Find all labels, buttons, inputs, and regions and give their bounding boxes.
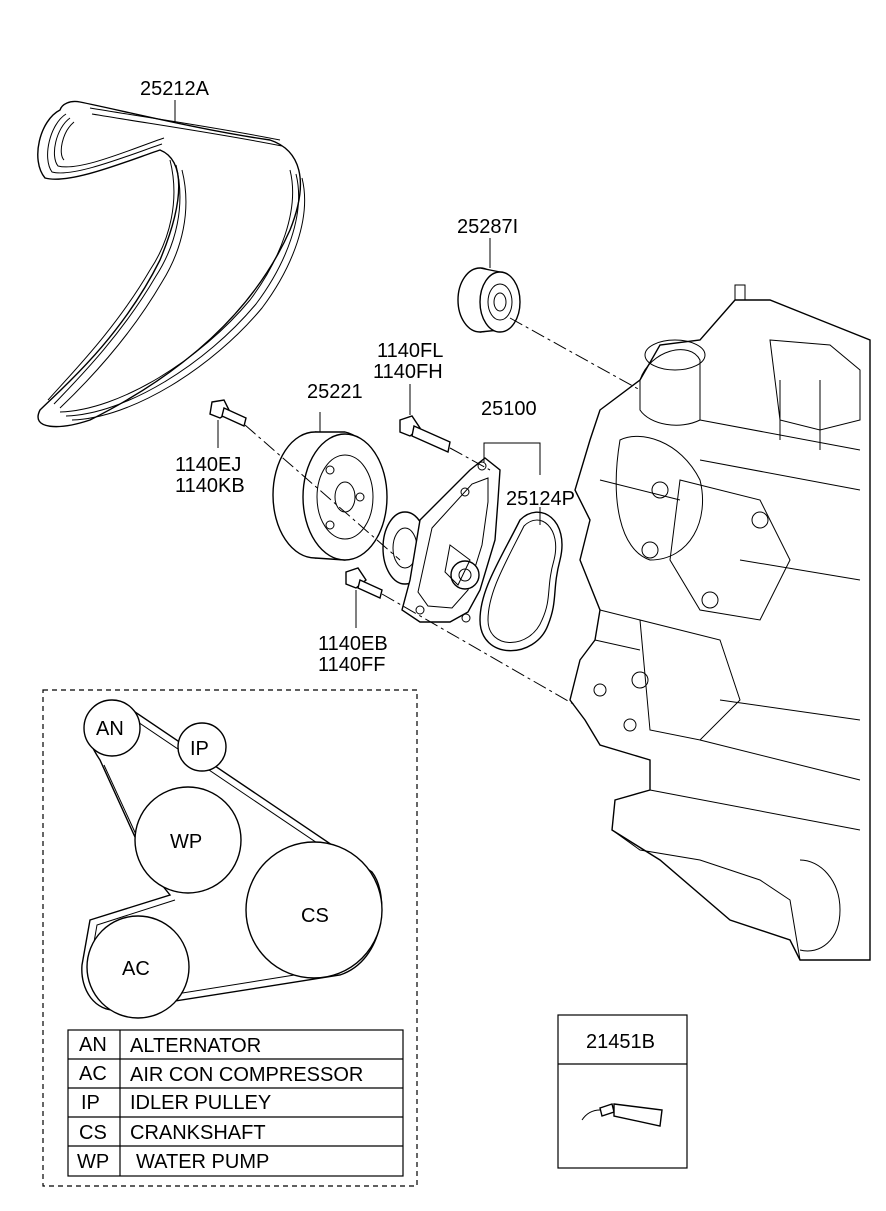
label-bolt-left-a: 1140EJ bbox=[175, 454, 241, 476]
engine-block-drawing bbox=[569, 284, 871, 961]
routing-label-cs: CS bbox=[301, 905, 329, 927]
drive-belt-drawing bbox=[37, 100, 306, 428]
legend-row: AC AIR CON COMPRESSOR bbox=[79, 1063, 363, 1086]
belt-routing-drawing bbox=[81, 699, 383, 1019]
legend-name: IDLER PULLEY bbox=[130, 1092, 271, 1114]
legend-code: AC bbox=[79, 1063, 107, 1085]
label-pump: 25100 bbox=[481, 398, 537, 420]
label-bolt-top-a: 1140FL bbox=[377, 340, 443, 362]
sealant-tube-drawing bbox=[581, 1103, 663, 1127]
legend-code: WP bbox=[77, 1151, 109, 1173]
routing-label-an: AN bbox=[96, 718, 124, 740]
legend-name: WATER PUMP bbox=[136, 1151, 269, 1173]
routing-label-ac: AC bbox=[122, 958, 150, 980]
legend-table bbox=[67, 1029, 404, 1177]
legend-row: CS CRANKSHAFT bbox=[79, 1122, 266, 1144]
label-belt: 25212A bbox=[140, 78, 210, 100]
legend-name: CRANKSHAFT bbox=[130, 1122, 266, 1144]
routing-diagram-frame bbox=[42, 689, 418, 1187]
water-pump-pulley-drawing bbox=[272, 412, 388, 561]
label-bolt-top-b: 1140FH bbox=[373, 361, 443, 383]
label-pulley: 25221 bbox=[307, 381, 363, 403]
bolt-top-drawing bbox=[399, 384, 451, 453]
routing-label-wp: WP bbox=[170, 831, 202, 853]
legend-name: AIR CON COMPRESSOR bbox=[130, 1064, 363, 1086]
sealant-box bbox=[557, 1014, 688, 1169]
bolt-bottom-drawing bbox=[345, 567, 383, 628]
gasket-drawing bbox=[479, 507, 563, 652]
legend-row: IP IDLER PULLEY bbox=[81, 1092, 271, 1114]
legend-code: CS bbox=[79, 1122, 107, 1144]
assembly-lines bbox=[244, 317, 641, 706]
label-bolt-bottom-b: 1140FF bbox=[318, 654, 385, 676]
legend-name: ALTERNATOR bbox=[130, 1035, 261, 1057]
water-pump-drawing bbox=[382, 457, 501, 623]
idler-pulley-drawing bbox=[457, 238, 521, 333]
label-idler: 25287I bbox=[457, 216, 518, 238]
legend-code: IP bbox=[81, 1092, 100, 1114]
legend-row: WP WATER PUMP bbox=[77, 1151, 269, 1173]
label-sealant: 21451B bbox=[586, 1031, 655, 1053]
label-bolt-bottom-a: 1140EB bbox=[318, 633, 388, 655]
legend-row: AN ALTERNATOR bbox=[79, 1034, 261, 1057]
label-bolt-left-b: 1140KB bbox=[175, 475, 245, 497]
legend-code: AN bbox=[79, 1034, 107, 1056]
label-gasket: 25124P bbox=[506, 488, 575, 510]
bolt-left-drawing bbox=[209, 399, 247, 448]
routing-label-ip: IP bbox=[190, 738, 209, 760]
pump-leader bbox=[483, 442, 541, 475]
